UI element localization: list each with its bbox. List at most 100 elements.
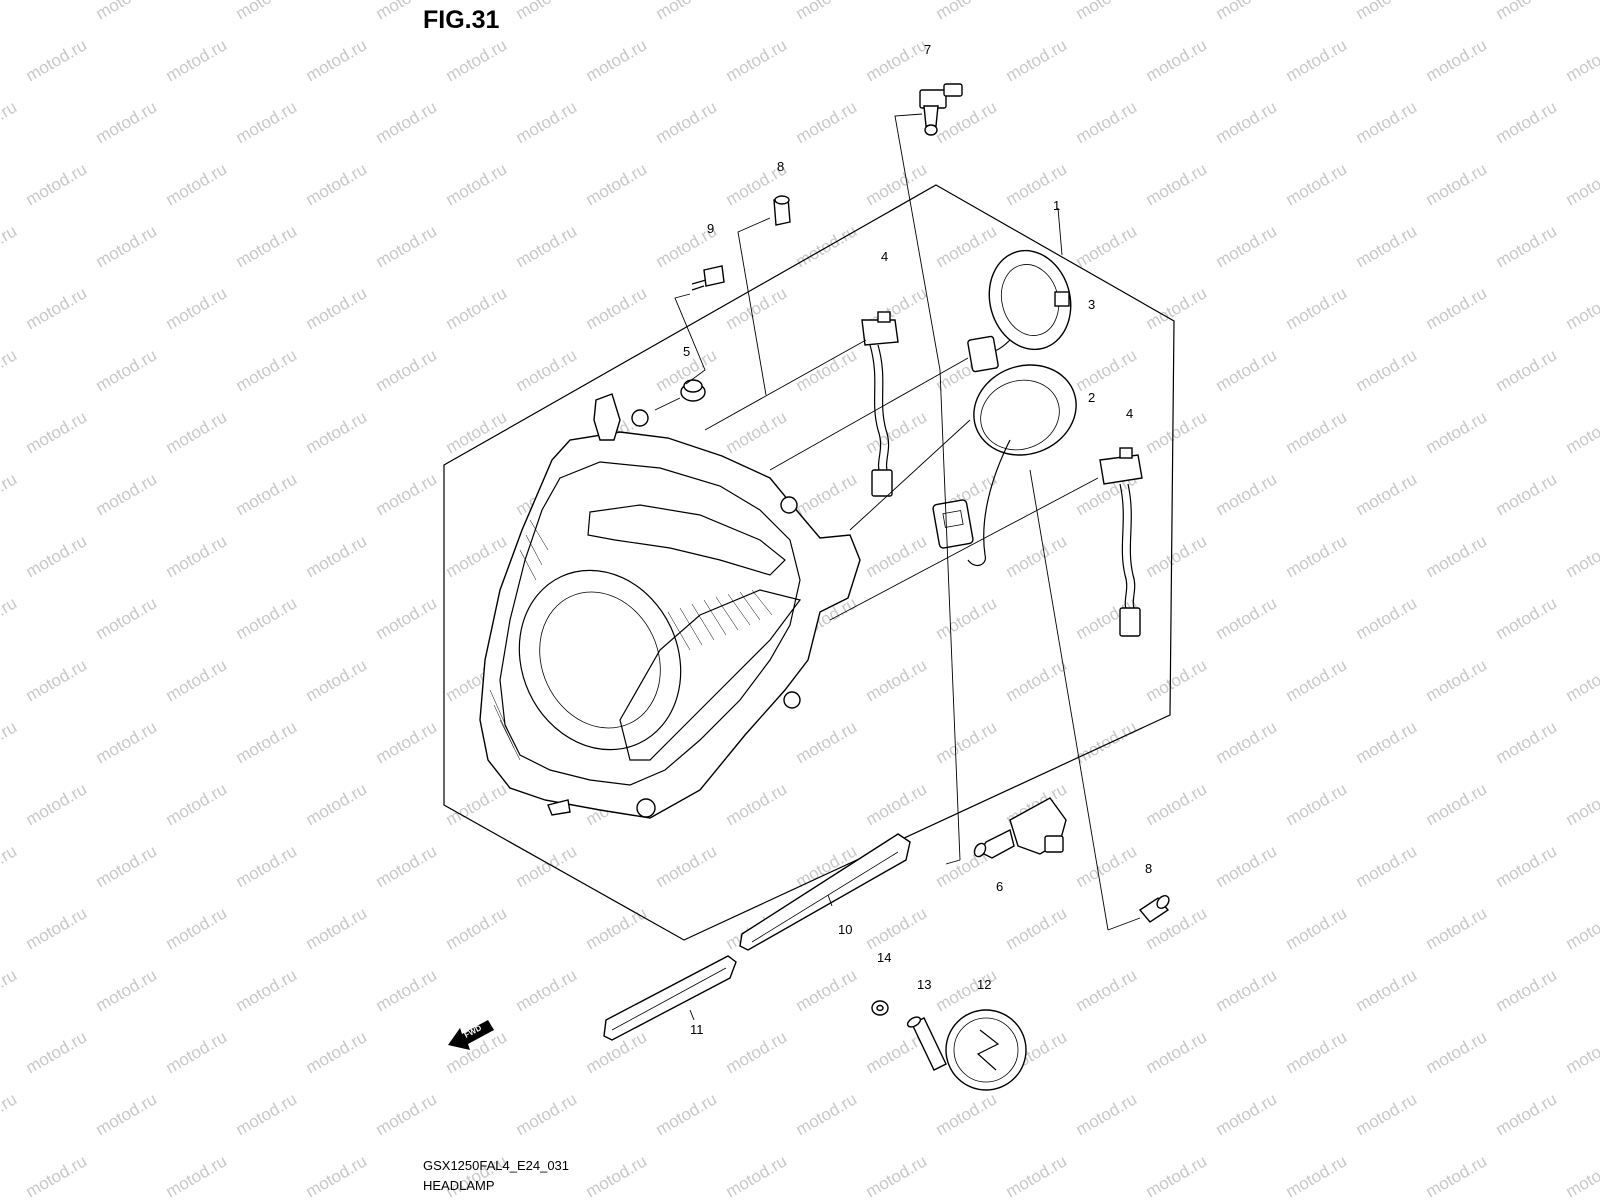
watermark-text: motod.ru <box>1143 655 1211 705</box>
watermark-text: motod.ru <box>1003 35 1071 85</box>
watermark-text: motod.ru <box>1353 841 1421 891</box>
watermark-text: motod.ru <box>513 97 581 147</box>
watermark-text: motod.ru <box>373 1089 441 1139</box>
watermark-text: motod.ru <box>863 1151 931 1200</box>
callout-10: 10 <box>838 922 852 937</box>
watermark-text: motod.ru <box>303 407 371 457</box>
watermark-text: motod.ru <box>1563 903 1600 953</box>
watermark-text: motod.ru <box>233 469 301 519</box>
watermark-text: motod.ru <box>1283 1151 1351 1200</box>
trim-strip-lower[interactable] <box>603 955 737 1041</box>
position-bulb-top[interactable] <box>773 195 791 226</box>
watermark-text: motod.ru <box>233 0 301 23</box>
callout-4a: 4 <box>881 249 888 264</box>
watermark-text: motod.ru <box>1073 1089 1141 1139</box>
watermark-text: motod.ru <box>1423 655 1491 705</box>
emblem[interactable] <box>945 1009 1027 1091</box>
watermark-text: motod.ru <box>933 717 1001 767</box>
watermark-text: motod.ru <box>233 841 301 891</box>
watermark-text: motod.ru <box>723 1151 791 1200</box>
watermark-text: motod.ru <box>793 717 861 767</box>
watermark-text: motod.ru <box>0 841 20 891</box>
watermark-text: motod.ru <box>863 531 931 581</box>
figure-number: FIG.31 <box>423 6 500 34</box>
watermark-text: motod.ru <box>1493 0 1561 23</box>
watermark-text: motod.ru <box>23 531 91 581</box>
watermark-text: motod.ru <box>1423 531 1491 581</box>
headlight-bulb-bottom[interactable] <box>972 797 1067 859</box>
watermark-text: motod.ru <box>93 0 161 23</box>
watermark-text: motod.ru <box>233 965 301 1015</box>
watermark-text: motod.ru <box>1003 903 1071 953</box>
watermark-text: motod.ru <box>303 1027 371 1077</box>
watermark-text: motod.ru <box>583 903 651 953</box>
watermark-text: motod.ru <box>1003 1151 1071 1200</box>
screw[interactable] <box>691 265 725 291</box>
watermark-text: motod.ru <box>1353 469 1421 519</box>
position-bulb-bottom[interactable] <box>1138 893 1171 923</box>
watermark-text: motod.ru <box>1213 97 1281 147</box>
watermark-text: motod.ru <box>583 1151 651 1200</box>
watermark-text: motod.ru <box>1563 407 1600 457</box>
watermark-text: motod.ru <box>93 221 161 271</box>
watermark-text: motod.ru <box>373 345 441 395</box>
watermark-text: motod.ru <box>373 469 441 519</box>
watermark-text: motod.ru <box>303 35 371 85</box>
watermark-text: motod.ru <box>1353 345 1421 395</box>
callout-12: 12 <box>977 977 991 992</box>
watermark-text: motod.ru <box>93 717 161 767</box>
callout-11: 11 <box>690 1022 704 1037</box>
watermark-text: motod.ru <box>163 531 231 581</box>
position-lamp-socket-left[interactable] <box>861 311 899 497</box>
washer[interactable] <box>871 1000 889 1016</box>
watermark-text: motod.ru <box>23 655 91 705</box>
watermark-text: motod.ru <box>723 779 791 829</box>
headlamp-cover[interactable] <box>932 351 1088 567</box>
grommet[interactable] <box>680 379 706 402</box>
watermark-text: motod.ru <box>1283 159 1351 209</box>
position-lamp-socket-right[interactable] <box>1099 447 1143 637</box>
watermark-text: motod.ru <box>1073 717 1141 767</box>
trim-strip-upper[interactable] <box>739 833 911 951</box>
watermark-text: motod.ru <box>373 841 441 891</box>
watermark-text: motod.ru <box>1353 221 1421 271</box>
watermark-text: motod.ru <box>1213 1089 1281 1139</box>
watermark-text: motod.ru <box>793 345 861 395</box>
watermark-text: motod.ru <box>233 1089 301 1139</box>
watermark-text: motod.ru <box>1283 779 1351 829</box>
watermark-text: motod.ru <box>863 655 931 705</box>
watermark-text: motod.ru <box>1283 531 1351 581</box>
watermark-text: motod.ru <box>1493 1089 1561 1139</box>
watermark-text: motod.ru <box>0 717 20 767</box>
watermark-text: motod.ru <box>373 97 441 147</box>
watermark-text: motod.ru <box>23 159 91 209</box>
watermark-text: motod.ru <box>1073 965 1141 1015</box>
watermark-text: motod.ru <box>1213 0 1281 23</box>
watermark-text: motod.ru <box>23 779 91 829</box>
bulb-socket[interactable] <box>967 241 1081 373</box>
watermark-text: motod.ru <box>863 779 931 829</box>
pin[interactable] <box>906 1015 947 1071</box>
headlight-bulb-top[interactable] <box>919 83 963 136</box>
watermark-text: motod.ru <box>0 97 20 147</box>
watermark-text: motod.ru <box>1563 1027 1600 1077</box>
watermark-text: motod.ru <box>233 97 301 147</box>
watermark-text: motod.ru <box>863 35 931 85</box>
watermark-text: motod.ru <box>1353 97 1421 147</box>
watermark-text: motod.ru <box>0 221 20 271</box>
watermark-text: motod.ru <box>303 779 371 829</box>
watermark-text: motod.ru <box>653 841 721 891</box>
watermark-text: motod.ru <box>23 1151 91 1200</box>
watermark-text: motod.ru <box>0 1089 20 1139</box>
watermark-text: motod.ru <box>93 841 161 891</box>
watermark-text: motod.ru <box>0 965 20 1015</box>
watermark-text: motod.ru <box>1143 35 1211 85</box>
watermark-text: motod.ru <box>443 35 511 85</box>
callout-2: 2 <box>1088 390 1095 405</box>
watermark-text: motod.ru <box>933 1089 1001 1139</box>
headlamp-housing[interactable] <box>479 393 861 819</box>
watermark-text: motod.ru <box>1493 717 1561 767</box>
watermark-text: motod.ru <box>1423 779 1491 829</box>
watermark-text: motod.ru <box>933 593 1001 643</box>
watermark-text: motod.ru <box>23 35 91 85</box>
